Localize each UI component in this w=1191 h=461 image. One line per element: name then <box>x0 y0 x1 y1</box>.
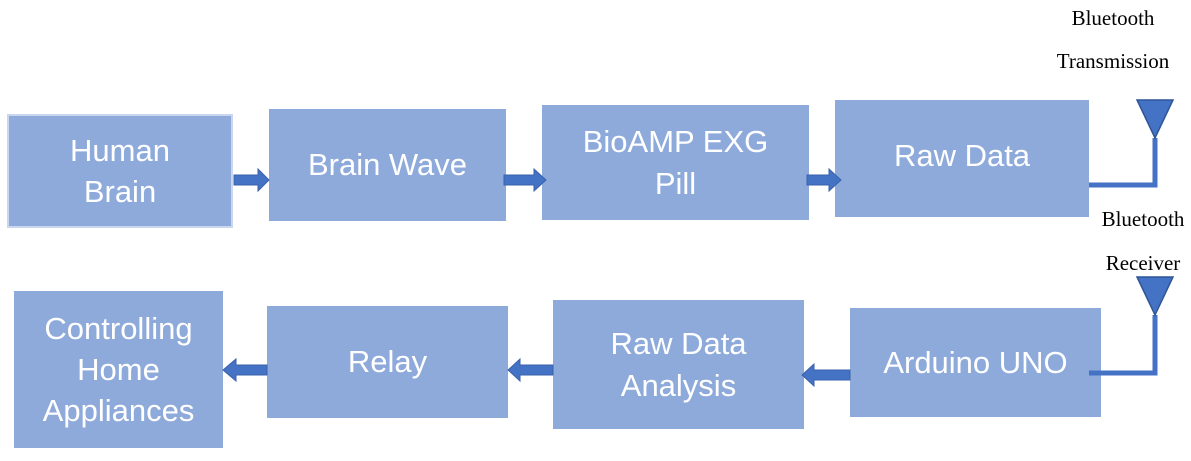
receiver-antenna-wire <box>1089 315 1158 376</box>
arrow-relay-to-controlling <box>222 357 268 383</box>
bluetooth-receiver-label-line2: Receiver <box>1105 251 1181 275</box>
node-brain-wave-label: Brain Wave <box>307 147 468 183</box>
node-relay: Relay <box>267 306 508 418</box>
arrow-wave-to-bioamp <box>503 167 547 193</box>
node-arduino-label: Arduino UNO <box>883 344 1068 380</box>
node-human-brain-label: Human Brain <box>70 132 170 209</box>
node-arduino-uno: Arduino UNO <box>850 308 1101 417</box>
transmitter-antenna-icon <box>1135 99 1175 140</box>
receiver-antenna-icon <box>1135 276 1175 317</box>
node-controlling-label: Controlling Home Appliances <box>42 310 195 429</box>
node-bioamp-label: BioAMP EXG Pill <box>582 124 769 201</box>
arrow-brain-to-wave <box>233 167 270 193</box>
node-relay-label: Relay <box>347 344 428 380</box>
node-raw-data-analysis-label: Raw Data Analysis <box>610 326 747 403</box>
node-raw-data: Raw Data <box>835 100 1089 217</box>
arrow-analysis-to-relay <box>507 357 554 383</box>
transmitter-antenna-wire <box>1089 138 1158 188</box>
bluetooth-receiver-label-line1: Bluetooth <box>1101 207 1185 231</box>
node-bioamp-exg-pill: BioAMP EXG Pill <box>542 105 809 220</box>
arrow-bioamp-to-rawdata <box>806 167 842 193</box>
bluetooth-transmission-label-line2: Transmission <box>1056 49 1170 73</box>
node-raw-data-label: Raw Data <box>893 137 1031 173</box>
node-raw-data-analysis: Raw Data Analysis <box>553 300 804 429</box>
arrow-arduino-to-analysis <box>801 362 851 388</box>
node-controlling-home-appliances: Controlling Home Appliances <box>14 291 223 448</box>
node-brain-wave: Brain Wave <box>269 109 506 221</box>
node-human-brain: Human Brain <box>7 114 233 228</box>
bluetooth-transmission-label-line1: Bluetooth <box>1071 6 1155 30</box>
